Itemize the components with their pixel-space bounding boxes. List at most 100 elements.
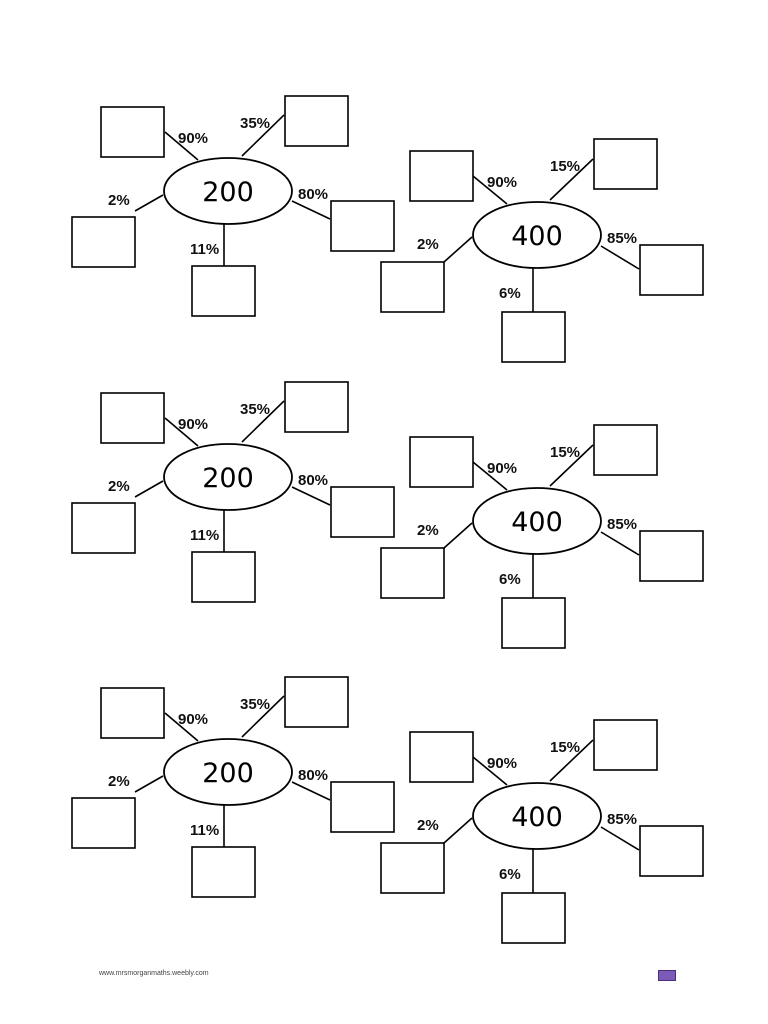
answer-box[interactable] (71, 216, 136, 268)
center-number: 400 (511, 507, 563, 538)
answer-box[interactable] (191, 846, 256, 898)
answer-box[interactable] (380, 842, 445, 894)
answer-box[interactable] (330, 486, 395, 538)
answer-box[interactable] (284, 95, 349, 147)
spoke-line (472, 461, 508, 491)
answer-box[interactable] (501, 892, 566, 944)
percentage-label: 6% (499, 571, 521, 588)
spoke-line (241, 695, 285, 738)
percentage-label: 2% (417, 522, 439, 539)
answer-box[interactable] (380, 261, 445, 313)
answer-box[interactable] (501, 311, 566, 363)
percentage-label: 85% (607, 811, 637, 828)
spoke-line (549, 739, 594, 782)
percentage-label: 11% (190, 527, 219, 544)
percentage-label: 35% (240, 696, 270, 713)
center-number: 400 (511, 221, 563, 252)
percentage-label: 85% (607, 516, 637, 533)
answer-box[interactable] (284, 381, 349, 433)
percentage-label: 15% (550, 444, 580, 461)
spoke-line (164, 417, 199, 447)
footer-url: www.mrsmorganmaths.weebly.com (99, 970, 209, 977)
spoke-line (164, 131, 199, 161)
answer-box[interactable] (593, 138, 658, 190)
spoke-line (134, 480, 164, 498)
spoke-line (291, 200, 331, 220)
spoke-line (472, 175, 508, 205)
percentage-label: 15% (550, 739, 580, 756)
spoke-line (134, 194, 164, 212)
spoke-line (600, 826, 640, 851)
percentage-label: 85% (607, 230, 637, 247)
center-oval (472, 782, 602, 850)
answer-box[interactable] (409, 731, 474, 783)
answer-box[interactable] (501, 597, 566, 649)
percentage-label: 80% (298, 472, 328, 489)
spoke-line (549, 158, 594, 201)
percentage-label: 2% (108, 478, 130, 495)
percentage-label: 35% (240, 401, 270, 418)
spoke-line (241, 400, 285, 443)
answer-box[interactable] (71, 797, 136, 849)
answer-box[interactable] (71, 502, 136, 554)
answer-box[interactable] (593, 719, 658, 771)
center-number: 200 (202, 758, 254, 789)
answer-box[interactable] (330, 781, 395, 833)
percentage-label: 2% (108, 773, 130, 790)
answer-box[interactable] (100, 392, 165, 444)
center-oval (163, 157, 293, 225)
percentage-label: 6% (499, 285, 521, 302)
spoke-line (600, 531, 640, 556)
percentage-label: 90% (178, 416, 208, 433)
spoke-line (241, 114, 285, 157)
percentage-label: 2% (417, 236, 439, 253)
spider-diagram-right-row-1: 90% 15% 2% 85% 6% 400 (380, 138, 704, 363)
center-oval (472, 201, 602, 269)
answer-box[interactable] (593, 424, 658, 476)
percentage-label: 90% (178, 711, 208, 728)
spoke-line (443, 817, 473, 844)
center-oval (163, 443, 293, 511)
center-number: 400 (511, 802, 563, 833)
spoke-line (164, 712, 199, 742)
percentage-label: 80% (298, 186, 328, 203)
answer-box[interactable] (100, 687, 165, 739)
answer-box[interactable] (330, 200, 395, 252)
spoke-line (472, 756, 508, 786)
percentage-label: 80% (298, 767, 328, 784)
answer-box[interactable] (639, 825, 704, 877)
percentage-label: 11% (190, 241, 219, 258)
spider-diagram-right-row-3: 90% 15% 2% 85% 6% 400 (380, 719, 704, 944)
percentage-label: 90% (487, 174, 517, 191)
center-oval (163, 738, 293, 806)
answer-box[interactable] (191, 551, 256, 603)
percentage-label: 11% (190, 822, 219, 839)
answer-box[interactable] (191, 265, 256, 317)
answer-box[interactable] (380, 547, 445, 599)
percentage-label: 90% (178, 130, 208, 147)
answer-box[interactable] (639, 530, 704, 582)
spoke-line (291, 781, 331, 801)
answer-box[interactable] (284, 676, 349, 728)
center-number: 200 (202, 463, 254, 494)
percentage-label: 6% (499, 866, 521, 883)
spider-diagram-left-row-3: 90% 35% 2% 80% 11% 200 (71, 676, 395, 898)
spoke-line (549, 444, 594, 487)
percentage-label: 35% (240, 115, 270, 132)
center-oval (472, 487, 602, 555)
percentage-label: 15% (550, 158, 580, 175)
spoke-line (443, 236, 473, 263)
spider-diagram-right-row-2: 90%15%2%85%6%400 (380, 424, 704, 649)
spider-diagram-left-row-2: 90% 35% 2% 80% 11% 200 (71, 381, 395, 603)
answer-box[interactable] (100, 106, 165, 158)
answer-box[interactable] (409, 150, 474, 202)
answer-box[interactable] (409, 436, 474, 488)
spoke-line (443, 522, 473, 549)
spoke-line (600, 245, 640, 270)
percentage-label: 90% (487, 755, 517, 772)
spoke-line (291, 486, 331, 506)
answer-box[interactable] (639, 244, 704, 296)
percentage-label: 2% (417, 817, 439, 834)
footer-badge-icon (658, 970, 676, 981)
